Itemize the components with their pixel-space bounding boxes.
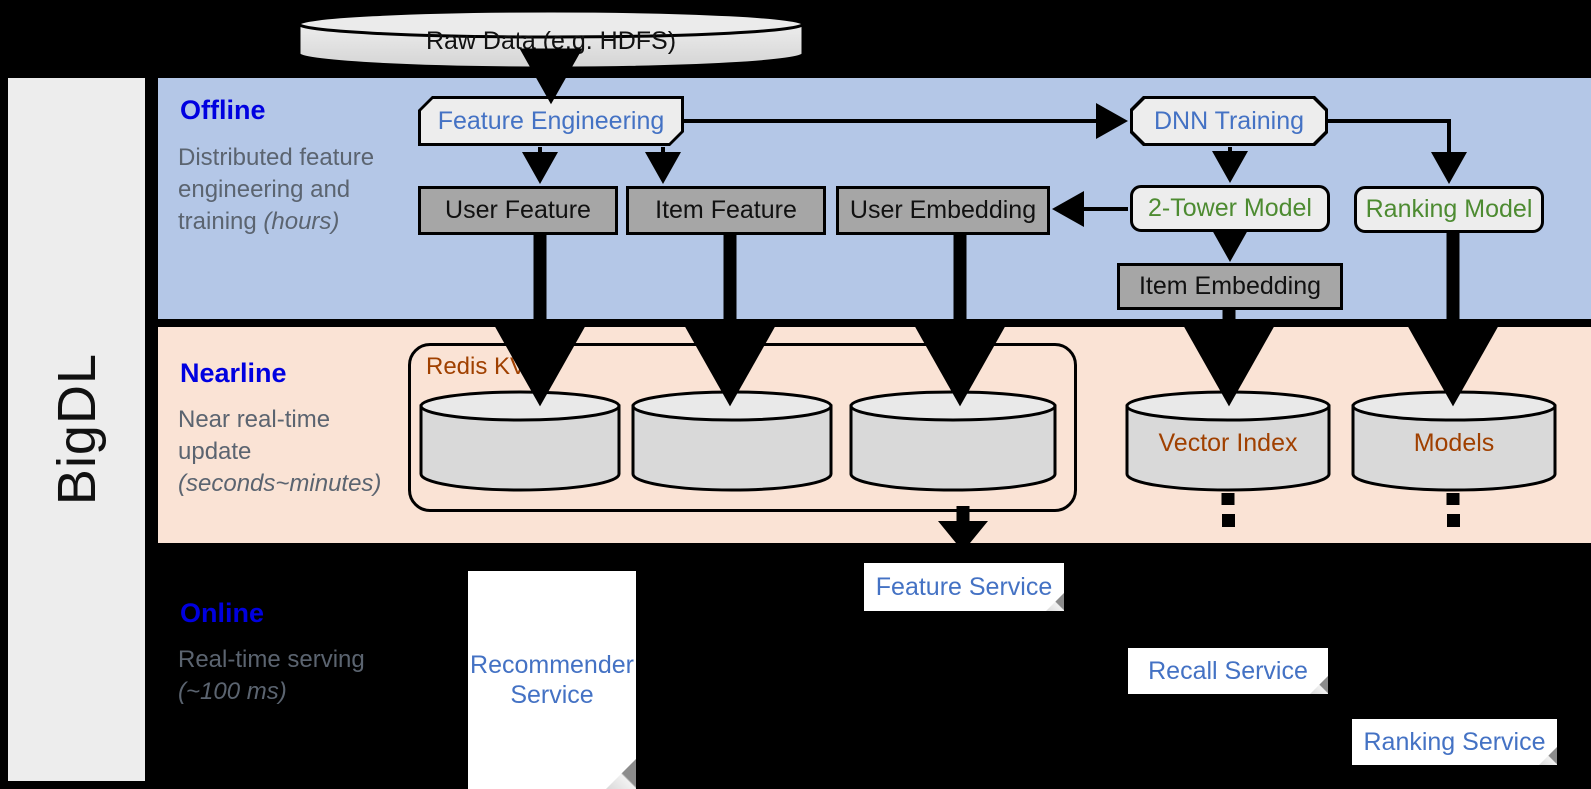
item-embedding-node[interactable]: Item Embedding [1117, 263, 1343, 310]
ranking-model-node[interactable]: Ranking Model [1354, 186, 1544, 233]
feature-service-label: Feature Service [875, 573, 1053, 601]
dnn-training-label: DNN Training [1133, 99, 1325, 143]
bigdl-label: BigDL [46, 353, 107, 506]
models-label: Models [1413, 429, 1495, 457]
layer-desc-nearline: Near real-time update (seconds~minutes) [178, 406, 382, 497]
user-embedding-node[interactable]: User Embedding [836, 186, 1050, 235]
redis-store-cylinder-1 [418, 389, 622, 493]
recall-service-card[interactable]: Recall Service [1128, 648, 1328, 694]
raw-data-cylinder: Raw Data (e.g. HDFS) [296, 8, 806, 70]
feature-engineering-node[interactable]: Feature Engineering [418, 96, 684, 146]
layer-desc-online: Real-time serving (~100 ms) [178, 646, 365, 705]
redis-store-cylinder-2 [630, 389, 834, 493]
dnn-training-node[interactable]: DNN Training [1130, 96, 1328, 146]
vector-index-label: Vector Index [1158, 429, 1298, 457]
feature-service-card[interactable]: Feature Service [864, 563, 1064, 611]
raw-data-label: Raw Data (e.g. HDFS) [425, 27, 677, 55]
layer-desc-offline: Distributed feature engineering and trai… [178, 144, 375, 235]
redis-kv-label: Redis KV [426, 353, 527, 380]
two-tower-model-node[interactable]: 2-Tower Model [1130, 185, 1330, 232]
vector-index-cylinder[interactable]: Vector Index [1124, 389, 1332, 493]
layer-title-nearline: Nearline [180, 358, 287, 388]
page-fold-icon [606, 759, 636, 789]
ranking-service-label: Ranking Service [1363, 728, 1546, 756]
recommender-service-card[interactable]: Recommender Service [468, 571, 636, 789]
user-feature-node[interactable]: User Feature [418, 186, 618, 235]
models-cylinder[interactable]: Models [1350, 389, 1558, 493]
ranking-service-card[interactable]: Ranking Service [1352, 719, 1557, 765]
layer-title-online: Online [180, 598, 265, 628]
page-fold-icon [1310, 676, 1328, 694]
redis-store-cylinder-3 [848, 389, 1058, 493]
feature-engineering-label: Feature Engineering [421, 99, 681, 143]
bigdl-sidebar: BigDL [8, 78, 145, 781]
layer-title-offline: Offline [180, 95, 266, 125]
recommender-service-label: Recommender Service [470, 651, 634, 709]
item-feature-node[interactable]: Item Feature [626, 186, 826, 235]
recall-service-label: Recall Service [1148, 657, 1308, 685]
